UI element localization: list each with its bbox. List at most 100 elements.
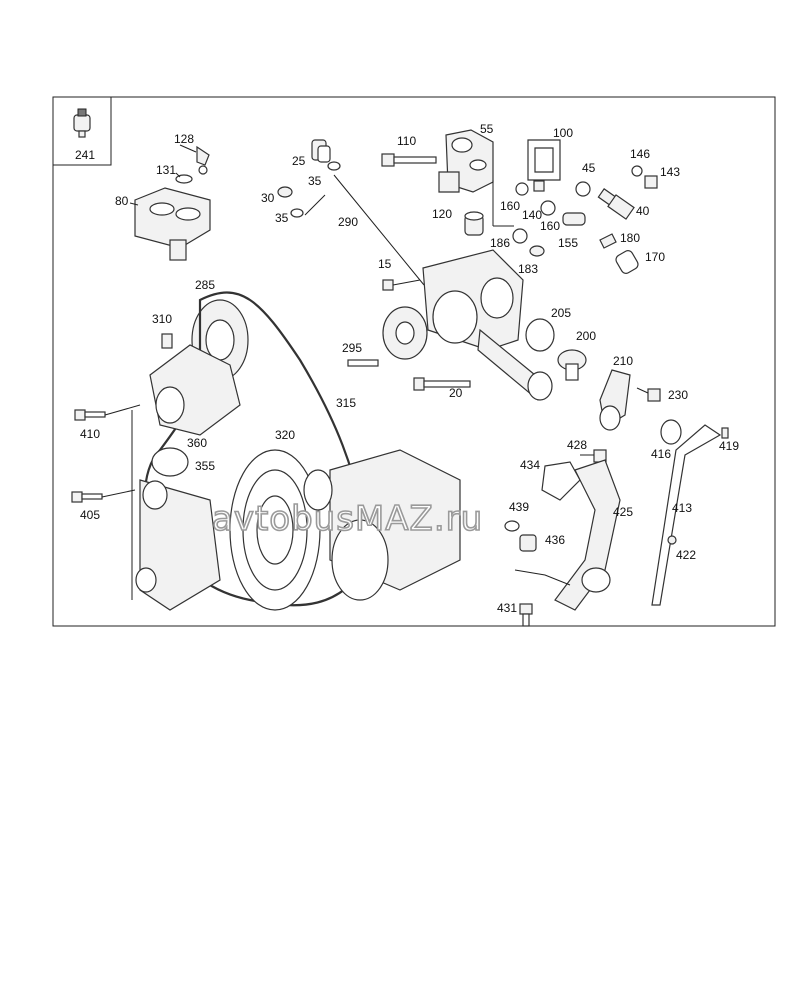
label-410: 410 — [80, 427, 100, 441]
part-55-housing-icon — [438, 129, 494, 193]
label-200: 200 — [576, 329, 596, 343]
part-15-bolt-icon — [382, 279, 421, 291]
part-35-ring-icon-2 — [290, 208, 304, 218]
part-434-gasket-icon — [541, 461, 581, 501]
label-128: 128 — [174, 132, 194, 146]
label-160: 160 — [500, 199, 520, 213]
label-110: 110 — [397, 134, 416, 148]
part-25-plug-icon — [311, 139, 331, 163]
part-186-washer-icon — [512, 228, 528, 244]
part-110-bolt-icon — [381, 153, 437, 167]
part-140-fitting-icon — [533, 180, 545, 192]
part-labels: 241 128 131 80 25 35 30 35 290 110 55 10… — [75, 122, 739, 615]
label-80: 80 — [115, 194, 129, 208]
part-170-cap-icon — [615, 250, 639, 274]
label-170: 170 — [645, 250, 665, 264]
part-143-plug-icon — [644, 175, 658, 189]
part-439-ring-icon — [504, 520, 520, 532]
label-425: 425 — [613, 505, 633, 519]
label-416: 416 — [651, 447, 671, 461]
part-431-bolt-icon — [519, 603, 533, 627]
part-35-ring-icon — [327, 161, 341, 171]
part-40-sensor-icon — [597, 188, 635, 220]
label-230: 230 — [668, 388, 688, 402]
part-295-stud-icon — [347, 359, 379, 367]
label-186: 186 — [490, 236, 510, 250]
label-320: 320 — [275, 428, 295, 442]
leader-290 — [304, 174, 425, 286]
part-422-clip-icon — [667, 535, 677, 545]
label-431: 431 — [497, 601, 517, 615]
label-205: 205 — [551, 306, 571, 320]
label-143: 143 — [660, 165, 680, 179]
label-55: 55 — [480, 122, 494, 136]
label-315: 315 — [336, 396, 356, 410]
part-413-pipe-icon — [651, 424, 722, 606]
part-355-idler-icon — [151, 447, 189, 477]
part-160-washer-icon — [515, 182, 529, 196]
label-439: 439 — [509, 500, 529, 514]
part-360-tensioner-icon — [149, 344, 241, 436]
part-120-cap-icon — [464, 211, 484, 236]
part-425-outlet-icon — [581, 567, 611, 593]
part-425-bracket-icon — [514, 569, 571, 586]
label-155: 155 — [558, 236, 578, 250]
part-183-plug-icon — [529, 245, 545, 257]
label-422: 422 — [676, 548, 696, 562]
part-205-ring-icon — [525, 318, 555, 352]
diagram-frame — [52, 96, 776, 627]
label-434: 434 — [520, 458, 540, 472]
label-310: 310 — [152, 312, 172, 326]
label-413: 413 — [672, 501, 692, 515]
inset-sensor-icon — [73, 108, 91, 138]
label-15: 15 — [378, 257, 392, 271]
label-35-b: 35 — [275, 211, 289, 225]
part-200-thermostat-icon — [557, 349, 587, 381]
label-285: 285 — [195, 278, 215, 292]
part-80-housing-icon — [129, 187, 211, 261]
label-160-b: 160 — [540, 219, 560, 233]
part-45-ring-icon — [575, 181, 591, 197]
part-180-clip-icon — [599, 233, 617, 249]
part-131-icon — [175, 172, 193, 184]
part-155-fitting-icon — [562, 212, 586, 226]
part-100-gasket-icon — [527, 139, 561, 181]
part-160-washer-icon-2 — [540, 200, 556, 216]
label-180: 180 — [620, 231, 640, 245]
label-428: 428 — [567, 438, 587, 452]
label-35: 35 — [308, 174, 322, 188]
part-146-washer-icon — [631, 165, 643, 177]
part-230-bolt-icon — [636, 387, 661, 402]
watermark: avtobusMAZ.ru — [212, 499, 483, 539]
part-128-icon — [179, 144, 210, 175]
water-pump-body-icon — [422, 180, 553, 401]
label-30: 30 — [261, 191, 275, 205]
part-bracket-lower-icon — [135, 479, 221, 611]
label-355: 355 — [195, 459, 215, 473]
label-405: 405 — [80, 508, 100, 522]
label-25: 25 — [292, 154, 306, 168]
part-compressor-icon — [303, 449, 461, 601]
part-419-screw-icon — [721, 427, 729, 439]
label-241: 241 — [75, 148, 95, 162]
part-210-elbow-icon — [599, 369, 631, 431]
label-45: 45 — [582, 161, 596, 175]
part-20-bolt-icon — [413, 377, 471, 391]
inset-box — [52, 96, 112, 166]
label-146: 146 — [630, 147, 650, 161]
part-hub-icon — [382, 306, 428, 360]
label-131: 131 — [156, 163, 176, 177]
part-416-ring-icon — [660, 419, 682, 445]
label-140: 140 — [522, 208, 542, 222]
label-183: 183 — [518, 262, 538, 276]
label-100: 100 — [553, 126, 573, 140]
label-290: 290 — [338, 215, 358, 229]
label-419: 419 — [719, 439, 739, 453]
label-295: 295 — [342, 341, 362, 355]
label-40: 40 — [636, 204, 650, 218]
label-436: 436 — [545, 533, 565, 547]
label-20: 20 — [449, 386, 463, 400]
part-320-pulley-icon — [229, 449, 321, 611]
part-310-bolt-icon — [161, 333, 173, 349]
